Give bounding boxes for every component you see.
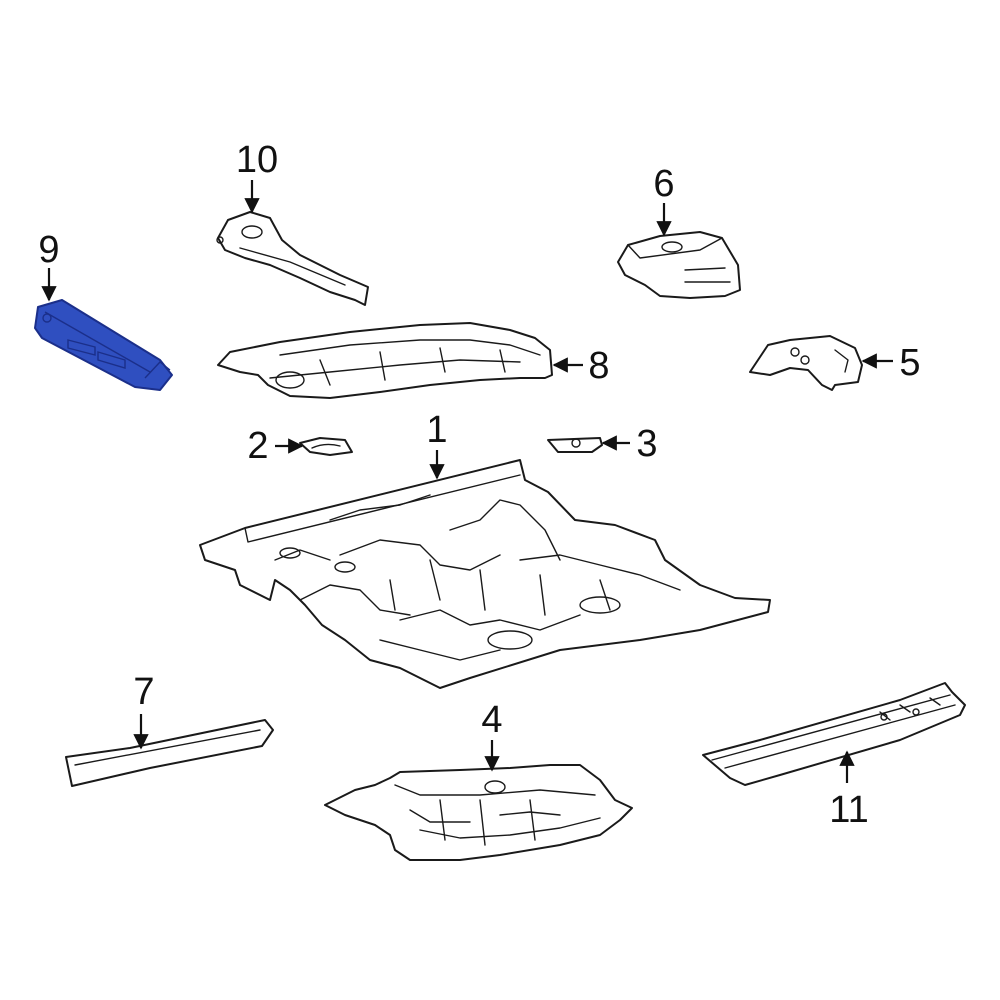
callout-3: 3: [636, 423, 657, 465]
callout-10: 10: [236, 139, 278, 181]
callout-4: 4: [481, 699, 502, 741]
part-8-side-member[interactable]: [217, 322, 553, 399]
callout-1: 1: [426, 409, 447, 451]
callout-8: 8: [588, 345, 609, 387]
part-3-bracket[interactable]: [547, 437, 603, 453]
callout-5: 5: [899, 342, 920, 384]
callout-2: 2: [247, 425, 268, 467]
part-7-extension[interactable]: [65, 719, 274, 787]
part-6-bracket[interactable]: [617, 231, 741, 299]
part-4-rear-floor-pan[interactable]: [324, 764, 633, 861]
part-10-rear-side-member[interactable]: [216, 211, 369, 306]
callout-9: 9: [38, 229, 59, 271]
callout-6: 6: [653, 163, 674, 205]
part-5-bracket[interactable]: [749, 335, 863, 391]
callout-labels: 1 2 3 4 5 6 7 8 9 10 11: [38, 139, 920, 831]
leader-lines: [41, 180, 893, 783]
part-9-reinforcement[interactable]: [34, 299, 173, 391]
callout-11: 11: [829, 789, 868, 831]
callout-7: 7: [133, 671, 154, 713]
part-2-bracket[interactable]: [299, 437, 353, 456]
part-1-floor-pan[interactable]: [199, 459, 771, 689]
part-11-sill[interactable]: [702, 682, 966, 786]
